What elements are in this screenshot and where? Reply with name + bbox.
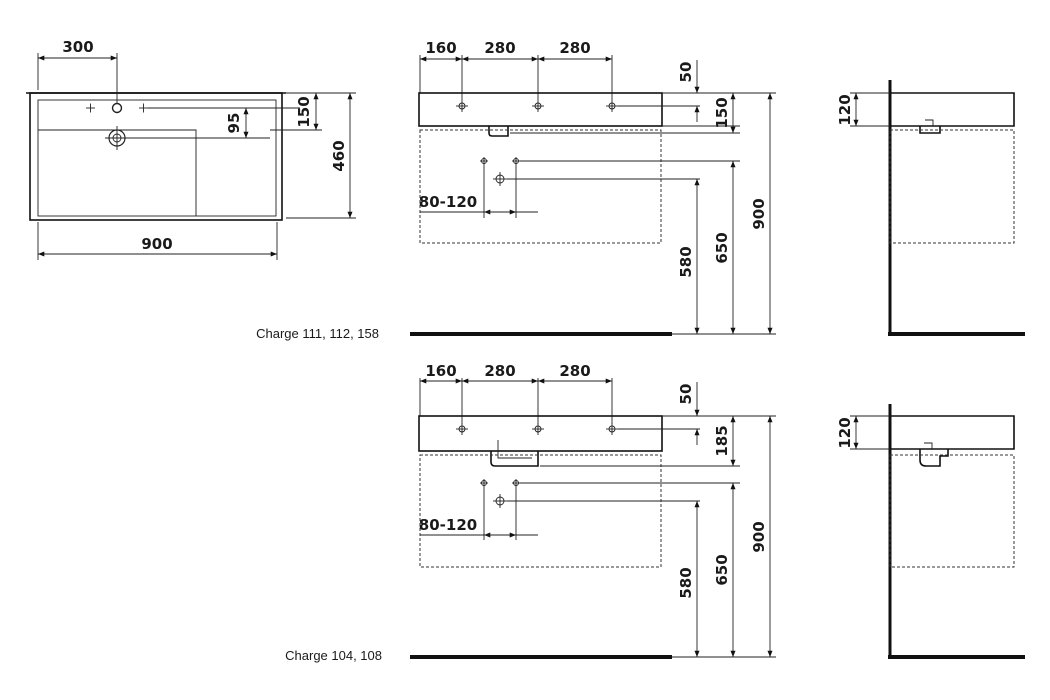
shelf-outline [38,129,197,216]
basin-front-b [418,415,663,452]
dim-80-120-b: 80-120 [419,516,477,534]
dim-300: 300 [62,38,93,56]
dim-120-b: 120 [836,417,854,448]
dim-280-a1: 280 [484,39,515,57]
side-view-a: 120 [836,80,1025,336]
charge-label-a: Charge 111, 112, 158 [256,326,379,341]
dim-80-120-a: 80-120 [419,193,477,211]
dim-50-b: 50 [677,384,695,405]
dim-160-b: 160 [425,362,456,380]
top-view: 300 900 460 150 95 [26,38,356,260]
dim-185-b: 185 [713,425,731,456]
dim-95: 95 [225,113,243,134]
tap-hole-markers-b [456,423,700,435]
dim-50-a: 50 [677,62,695,83]
dim-460: 460 [330,140,348,171]
tap-hole-icon [86,102,300,114]
dim-120-a: 120 [836,94,854,125]
dim-280-b1: 280 [484,362,515,380]
side-view-b: 120 [836,404,1025,659]
dim-900-a: 900 [750,198,768,229]
dim-650-a: 650 [713,232,731,263]
dim-900-b: 900 [750,521,768,552]
tap-hole-markers-a [456,100,700,112]
dim-150-top: 150 [295,96,313,127]
dim-580-a: 580 [677,246,695,277]
dim-580-b: 580 [677,567,695,598]
dim-900-width: 900 [141,235,172,253]
front-view-a: 160 280 280 80-120 50 150 [256,39,776,341]
dim-650-b: 650 [713,554,731,585]
dim-160-a: 160 [425,39,456,57]
wall-connections-a [480,157,740,218]
basin-outline-top [29,92,283,221]
basin-bowl-top [37,99,277,217]
front-view-b: 160 280 280 80-120 50 185 [285,362,776,663]
basin-front-a [418,92,663,127]
wall-connections-b [480,479,740,540]
dim-150-a: 150 [713,97,731,128]
dim-280-b2: 280 [559,362,590,380]
charge-label-b: Charge 104, 108 [285,648,382,663]
cabinet-outline-a [419,129,662,244]
dim-280-a2: 280 [559,39,590,57]
cabinet-outline-b [419,454,662,568]
